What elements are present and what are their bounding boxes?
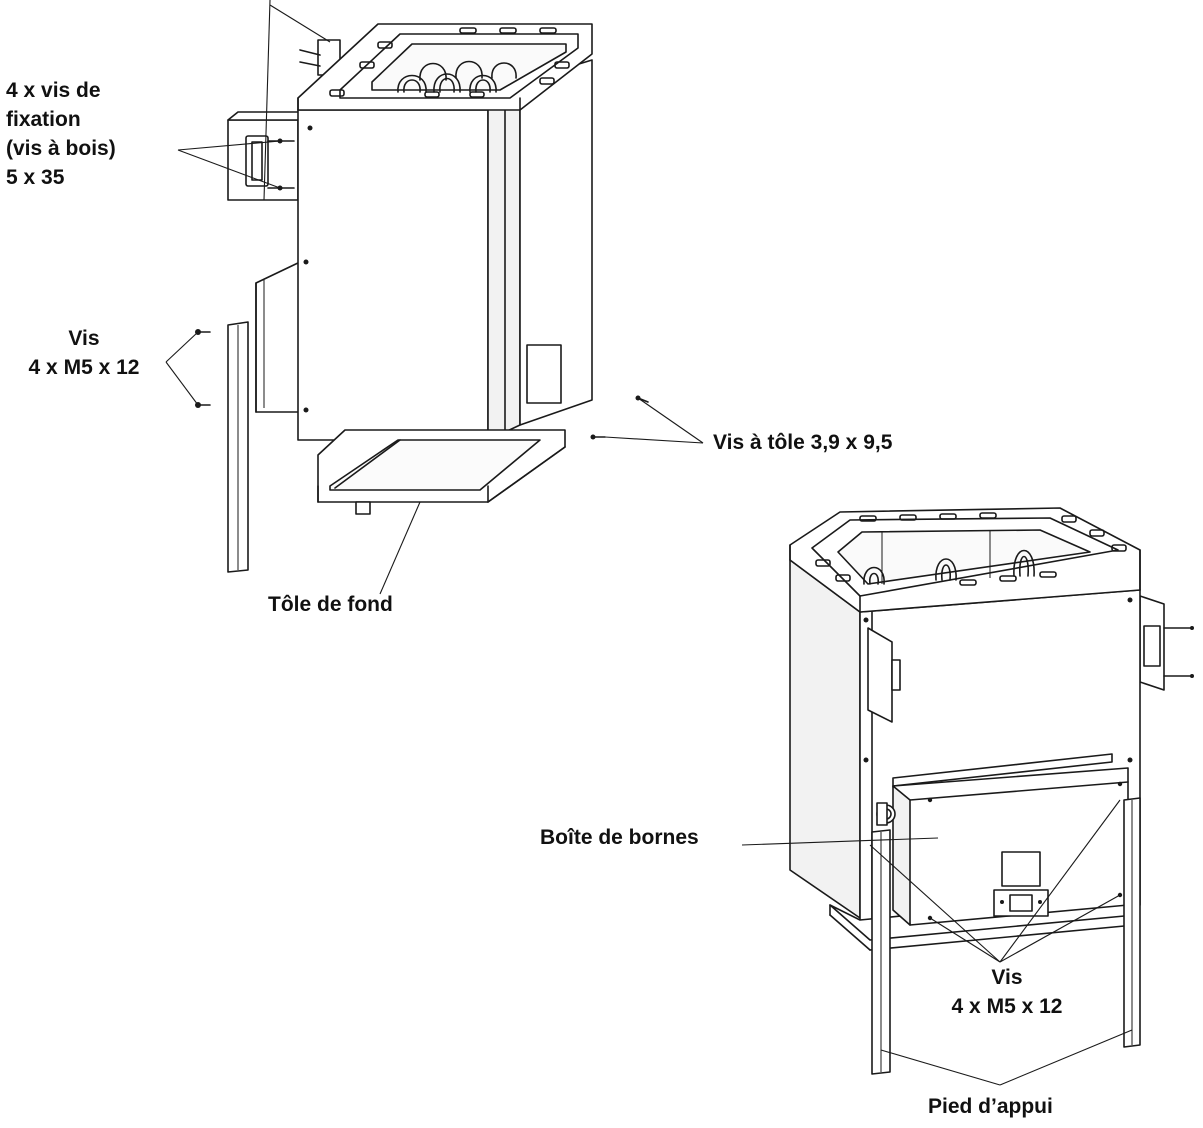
label-line: 5 x 35	[6, 166, 65, 189]
label-support-leg: Pied d’appui	[928, 1095, 1053, 1118]
bottom-plate-left	[317, 429, 566, 515]
heater-right	[789, 507, 1194, 1075]
heating-elements-left	[397, 60, 517, 93]
heater-body-left	[297, 59, 593, 441]
label-line: Vis	[68, 327, 100, 350]
terminal-box-right	[876, 753, 1129, 926]
label-line: Vis	[991, 966, 1023, 989]
label-line: 4 x M5 x 12	[951, 995, 1063, 1018]
label-mounting-screws: 4 x vis de fixation (vis à bois) 5 x 35	[6, 76, 116, 192]
label-screws-right: Vis 4 x M5 x 12	[932, 963, 1082, 1021]
wall-bracket-right	[1139, 595, 1194, 691]
heating-elements-right	[863, 549, 1035, 585]
label-terminal-box: Boîte de bornes	[540, 826, 699, 849]
label-line: fixation	[6, 108, 81, 131]
loose-support-leg	[227, 321, 249, 573]
label-line: 4 x vis de	[6, 79, 101, 102]
label-line: (vis à bois)	[6, 137, 116, 160]
heater-left	[195, 23, 649, 573]
support-legs	[871, 797, 1141, 1075]
label-bottom-plate: Tôle de fond	[268, 593, 393, 616]
label-screws-left: Vis 4 x M5 x 12	[14, 324, 154, 382]
top-frame-right	[789, 507, 1141, 613]
label-line: 4 x M5 x 12	[28, 356, 140, 379]
loose-screws-left	[195, 329, 211, 408]
label-sheet-screws: Vis à tôle 3,9 x 9,5	[713, 431, 893, 454]
wall-bracket-left	[227, 111, 301, 201]
terminal-box-left	[255, 261, 301, 413]
leader-lines	[165, 0, 1133, 1086]
sheet-metal-screws	[590, 395, 649, 440]
